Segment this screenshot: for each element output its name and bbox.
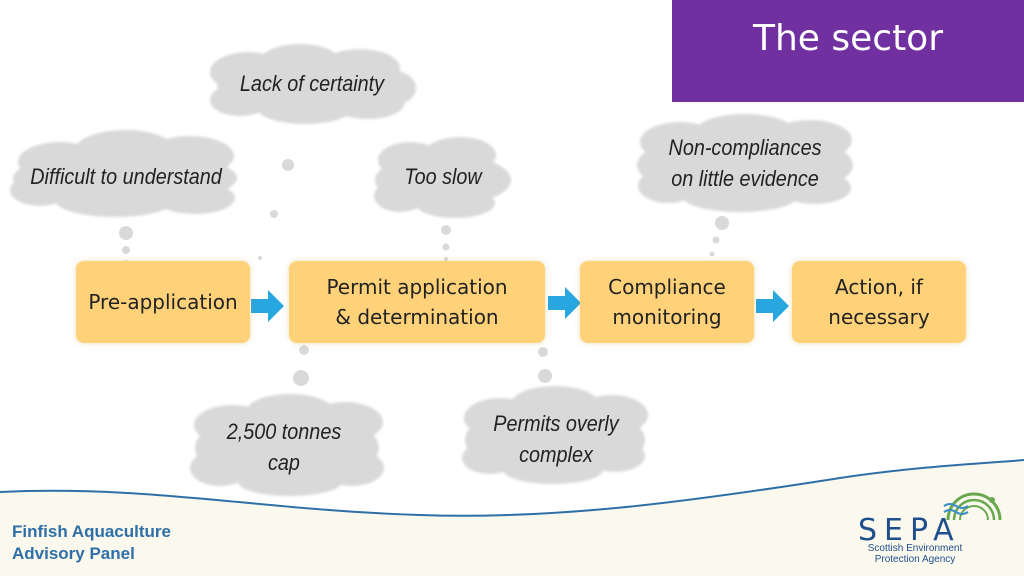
- footer-wave-line: [0, 459, 1024, 517]
- sepa-logo-icon: [943, 492, 1002, 521]
- cloud-too-slow: [374, 137, 511, 218]
- cloud-difficult-to-understand: [10, 130, 237, 217]
- step-permit-application: Permit application & determination: [289, 261, 545, 343]
- arrow-3-icon: [756, 290, 789, 322]
- step-label: Permit application & determination: [326, 275, 508, 329]
- issue-too-slow: Too slow: [404, 164, 482, 189]
- step-label: Pre-application: [88, 290, 238, 314]
- cloud-tail-non-compliances: [709, 216, 729, 257]
- cloud-tail-permits-overly-complex: [537, 331, 552, 383]
- step-compliance-monitoring: Compliance monitoring: [580, 261, 754, 343]
- cloud-tail-too-slow: [441, 225, 451, 261]
- step-action-if-necessary: Action, if necessary: [792, 261, 966, 343]
- issue-permits-overly-complex: Permits overly complex: [493, 411, 619, 467]
- cloud-tail-difficult-to-understand: [119, 226, 133, 264]
- cloud-2500-tonnes-cap: [190, 394, 384, 496]
- cloud-lack-of-certainty: [210, 44, 416, 124]
- arrow-1-icon: [251, 290, 284, 322]
- issue-non-compliances: Non-compliances on little evidence: [668, 135, 822, 191]
- logo-wordmark: SEPA: [858, 513, 961, 548]
- cloud-non-compliances: [637, 114, 853, 212]
- cloud-permits-overly-complex: [462, 386, 648, 484]
- step-pre-application: Pre-application: [76, 261, 250, 343]
- title-banner: The sector: [672, 0, 1024, 102]
- footer-panel-name: Finfish Aquaculture Advisory Panel: [12, 522, 171, 563]
- step-label: Action, if necessary: [828, 275, 930, 329]
- arrow-2-icon: [548, 287, 581, 319]
- issue-lack-of-certainty: Lack of certainty: [239, 71, 385, 96]
- step-label: Compliance monitoring: [608, 275, 726, 329]
- issue-difficult-to-understand: Difficult to understand: [30, 164, 222, 189]
- footer-wave: [0, 460, 1024, 576]
- logo-agency-name: Scottish Environment Protection Agency: [867, 543, 963, 565]
- issue-2500-tonnes-cap: 2,500 tonnes cap: [226, 419, 342, 475]
- cloud-tail-lack-of-certainty: [258, 159, 294, 260]
- slide-title: The sector: [752, 18, 944, 59]
